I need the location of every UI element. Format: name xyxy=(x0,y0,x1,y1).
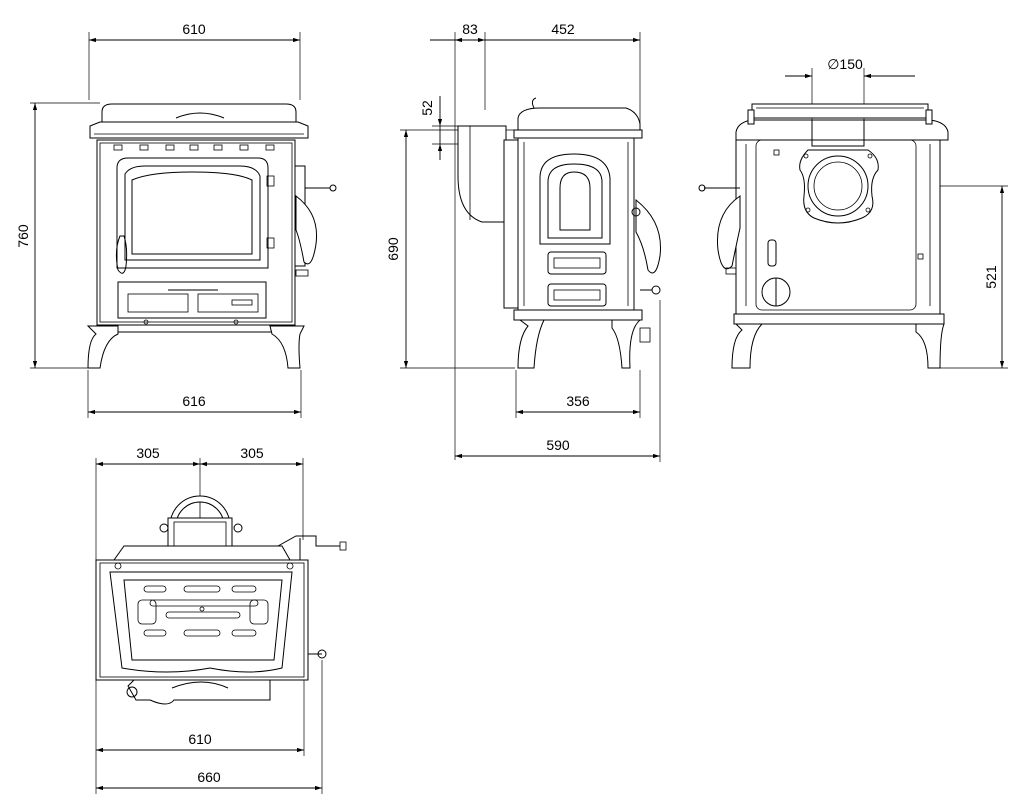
top-width-610-label: 610 xyxy=(188,731,212,747)
side-view: 83 452 52 690 xyxy=(385,21,661,462)
side-base-label: 356 xyxy=(566,393,590,409)
rear-flue-diameter-label: ∅150 xyxy=(827,56,863,72)
rear-view: ∅150 521 xyxy=(698,56,1008,369)
top-width-660-label: 660 xyxy=(197,769,221,785)
front-height-label: 760 xyxy=(15,224,31,248)
front-fire-door xyxy=(116,157,269,269)
side-flue-52-label: 52 xyxy=(419,100,435,116)
top-left-half-label: 305 xyxy=(136,445,160,461)
front-width-top-label: 610 xyxy=(182,21,206,37)
front-view: 610 760 xyxy=(15,21,337,418)
front-width-bottom-label: 616 xyxy=(182,393,206,409)
side-height-label: 690 xyxy=(385,237,401,261)
side-panel-lower xyxy=(547,283,607,307)
rear-flue-height-label: 521 xyxy=(983,265,999,289)
side-total-depth-label: 590 xyxy=(546,437,570,453)
side-door xyxy=(539,153,611,245)
top-right-half-label: 305 xyxy=(240,445,264,461)
side-offset-label: 83 xyxy=(462,21,478,37)
rear-right-leg xyxy=(915,323,945,369)
side-body xyxy=(517,137,635,311)
top-view: 305 305 xyxy=(95,445,347,794)
front-right-leg xyxy=(269,325,305,369)
side-panel-upper xyxy=(547,251,607,275)
front-body xyxy=(96,139,296,326)
rear-left-leg xyxy=(731,323,764,369)
rear-flue-outlet xyxy=(799,149,879,224)
front-left-leg xyxy=(86,325,119,369)
side-flue-pipe xyxy=(457,125,507,223)
front-ash-drawer xyxy=(117,281,267,319)
side-depth-top-label: 452 xyxy=(551,21,575,37)
